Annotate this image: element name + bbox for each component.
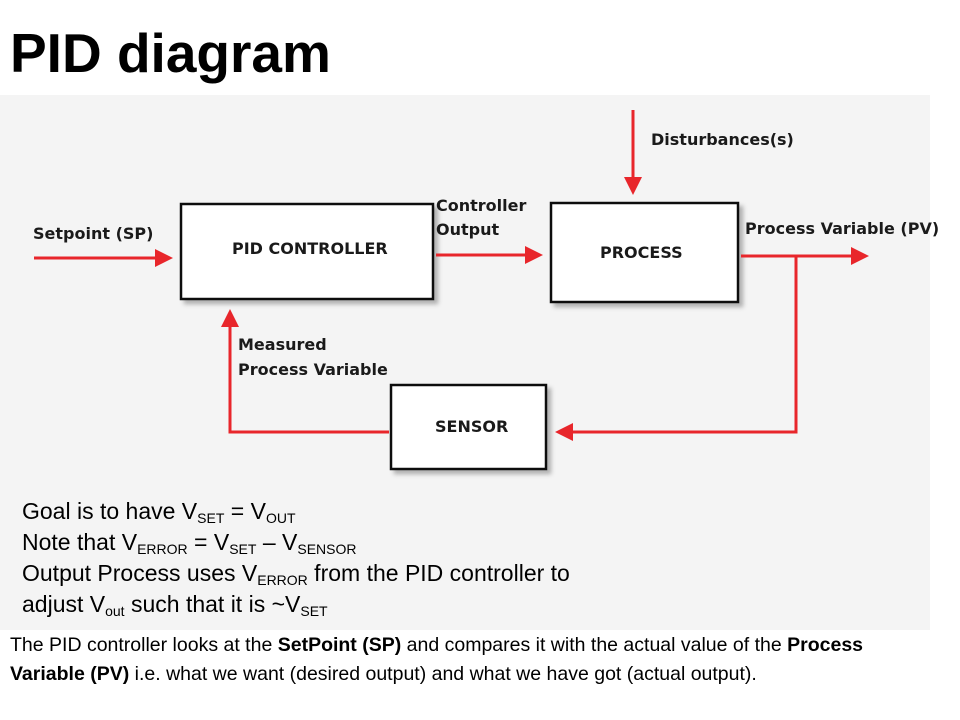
measured-pv-arrow <box>221 309 389 434</box>
pid-controller-box <box>179 202 435 301</box>
controller-output-label-line2: Output <box>436 220 499 239</box>
sensor-label: SENSOR <box>435 417 508 436</box>
description-paragraph: The PID controller looks at the SetPoint… <box>10 634 864 685</box>
note-line-output: Output Process uses VERROR from the PID … <box>22 560 570 588</box>
measured-pv-label-line2: Process Variable <box>238 360 388 379</box>
note-line-error: Note that VERROR = VSET – VSENSOR <box>22 529 357 557</box>
pid-controller-label: PID CONTROLLER <box>232 239 388 258</box>
disturbances-label: Disturbances(s) <box>651 130 794 149</box>
process-label: PROCESS <box>600 243 683 262</box>
feedback-to-sensor-arrow <box>555 256 798 441</box>
process-variable-label: Process Variable (PV) <box>745 219 939 238</box>
note-line-adjust: adjust Vout such that it is ~VSET <box>22 591 328 619</box>
notes: Goal is to have VSET = VOUT Note that VE… <box>22 496 570 620</box>
diagram-background <box>0 95 930 630</box>
process-box <box>549 201 740 304</box>
note-line-goal: Goal is to have VSET = VOUT <box>22 498 296 526</box>
measured-pv-label-line1: Measured <box>238 335 327 354</box>
controller-output-label-line1: Controller <box>436 196 526 215</box>
page-title: PID diagram <box>10 22 331 84</box>
sensor-box <box>389 383 548 471</box>
setpoint-label: Setpoint (SP) <box>33 224 153 243</box>
